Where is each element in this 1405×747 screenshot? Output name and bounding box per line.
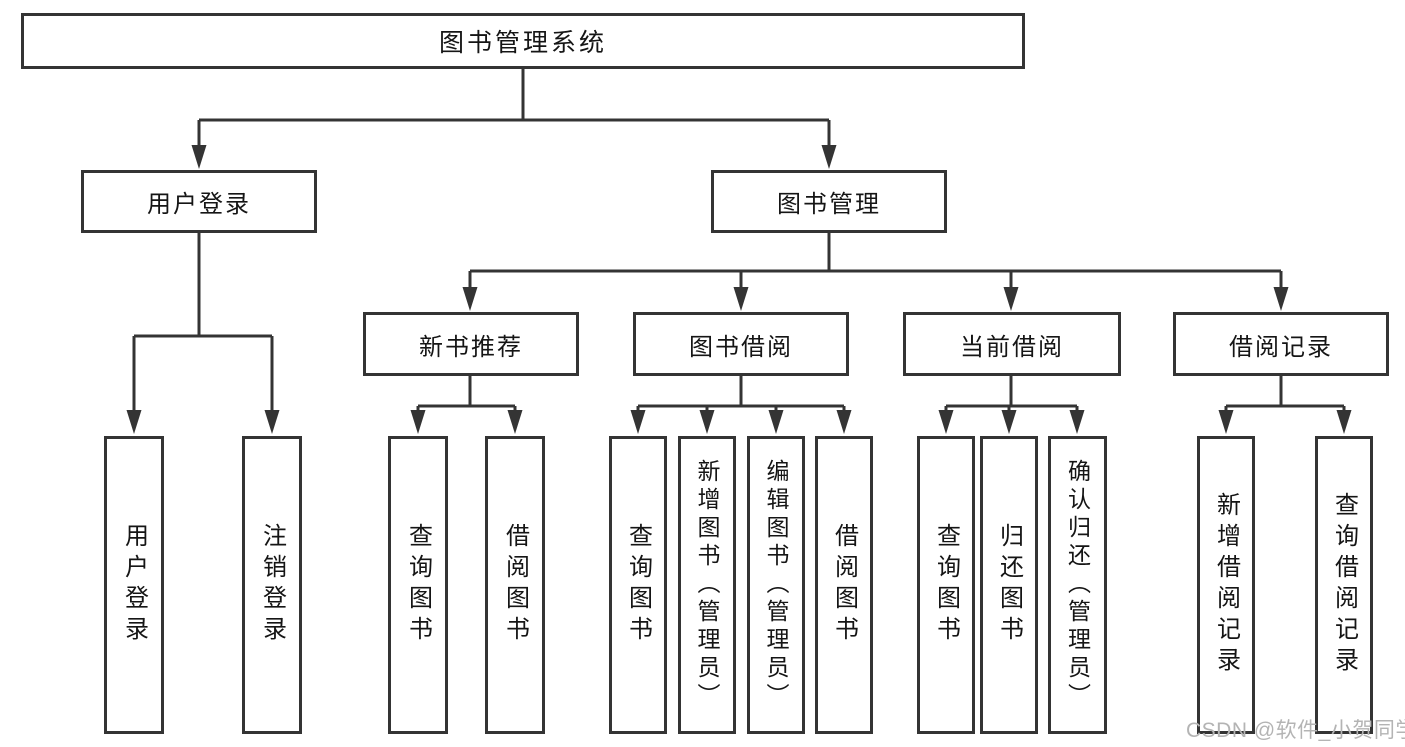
leaf-query-borrow-record: 查询借阅记录 bbox=[1315, 436, 1373, 734]
leaf-logout-login: 注销登录 bbox=[242, 436, 302, 734]
node-current-borrowing: 当前借阅 bbox=[903, 312, 1121, 376]
leaf-user-login: 用户登录 bbox=[104, 436, 164, 734]
leaf-borrow-books: 借阅图书 bbox=[815, 436, 873, 734]
leaf-return-books: 归还图书 bbox=[980, 436, 1038, 734]
node-user-login: 用户登录 bbox=[81, 170, 317, 233]
leaf-add-books-admin: 新增图书（管理员） bbox=[678, 436, 736, 734]
node-book-borrowing: 图书借阅 bbox=[633, 312, 849, 376]
node-book-management: 图书管理 bbox=[711, 170, 947, 233]
node-library-system: 图书管理系统 bbox=[21, 13, 1025, 69]
node-new-book-recommend: 新书推荐 bbox=[363, 312, 579, 376]
node-borrowing-records: 借阅记录 bbox=[1173, 312, 1389, 376]
leaf-add-borrow-record: 新增借阅记录 bbox=[1197, 436, 1255, 734]
leaf-edit-books-admin: 编辑图书（管理员） bbox=[747, 436, 805, 734]
leaf-query-books-borrow: 查询图书 bbox=[609, 436, 667, 734]
leaf-confirm-return-admin: 确认归还（管理员） bbox=[1048, 436, 1107, 734]
leaf-query-books-current: 查询图书 bbox=[917, 436, 975, 734]
leaf-borrow-books-recommend: 借阅图书 bbox=[485, 436, 545, 734]
csdn-watermark: CSDN @软件_小贺同学 bbox=[1186, 719, 1405, 742]
leaf-query-books-recommend: 查询图书 bbox=[388, 436, 448, 734]
